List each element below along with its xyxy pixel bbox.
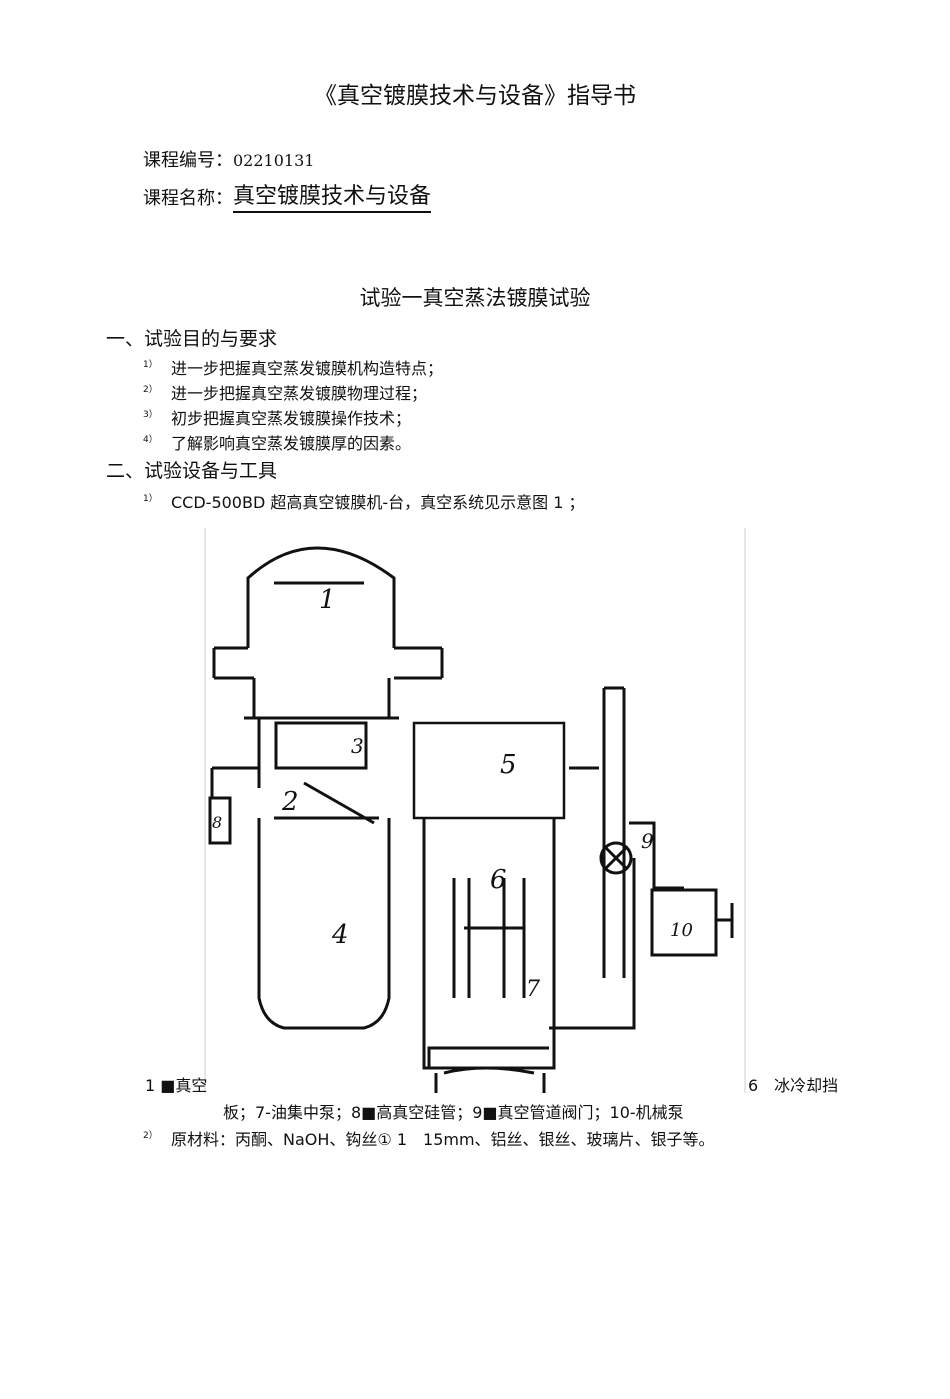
diagram-label: 10 [670, 920, 693, 941]
caption-line2: 板；7-油集中泵；8■高真空硅管；9■真空管道阀门；10-机械泵 [223, 1103, 684, 1122]
list-item: 1） CCD-500BD 超高真空镀膜机-台，真空系统见示意图 1 ； [143, 489, 585, 513]
item-text: 原材料：丙酮、NaOH、钩丝① 1 15mm、铝丝、银丝、玻璃片、银子等。 [171, 1130, 715, 1149]
course-name-value: 真空镀膜技术与设备 [233, 184, 432, 213]
course-code-value: 02210131 [233, 151, 315, 170]
item-number: 2） [143, 1131, 158, 1141]
item-text: CCD-500BD 超高真空镀膜机-台，真空系统见示意图 1 ； [171, 493, 585, 512]
diagram-label: 6 [490, 865, 507, 895]
list-item: 2） 原材料：丙酮、NaOH、钩丝① 1 15mm、铝丝、银丝、玻璃片、银子等。 [143, 1126, 715, 1150]
section-heading: 二、试验设备与工具 [106, 460, 278, 482]
document-title: 《真空镀膜技术与设备》指导书 [314, 83, 636, 109]
diagram-label: 3 [351, 734, 364, 758]
list-item: 1） 进一步把握真空蒸发镀膜机构造特点； [143, 355, 443, 379]
diagram-label: 1 [319, 585, 336, 615]
item-number: 3） [143, 410, 158, 420]
course-name-label: 课程名称： [143, 188, 233, 209]
caption-right: 6 冰冷却挡 [748, 1076, 839, 1095]
diagram-label: 2 [281, 787, 299, 817]
vacuum-system-diagram: 1 2 3 4 5 6 7 8 9 10 [204, 528, 746, 1093]
diagram-label: 4 [331, 920, 349, 950]
experiment-title: 试验一真空蒸法镀膜试验 [359, 286, 591, 310]
item-number: 1） [143, 360, 158, 370]
item-text: 进一步把握真空蒸发镀膜机构造特点； [171, 359, 444, 378]
list-item: 2） 进一步把握真空蒸发镀膜物理过程； [143, 380, 427, 404]
item-number: 2） [143, 385, 158, 395]
diagram-label: 5 [500, 750, 517, 780]
list-item: 3） 初步把握真空蒸发镀膜操作技术； [143, 405, 411, 429]
diagram-label: 7 [526, 977, 540, 1002]
item-text: 了解影响真空蒸发镀膜厚的因素。 [171, 434, 412, 453]
item-text: 进一步把握真空蒸发镀膜物理过程； [171, 384, 428, 403]
diagram-label: 8 [212, 813, 222, 832]
list-item: 4） 了解影响真空蒸发镀膜厚的因素。 [143, 430, 411, 454]
course-code: 课程编号：02210131 [143, 146, 314, 172]
diagram-label: 9 [641, 829, 654, 853]
course-code-label: 课程编号： [143, 150, 233, 171]
section-heading: 一、试验目的与要求 [106, 328, 278, 350]
caption-left: 1 ■真空 [145, 1076, 208, 1095]
item-number: 4） [143, 435, 158, 445]
item-text: 初步把握真空蒸发镀膜操作技术； [171, 409, 412, 428]
item-number: 1） [143, 494, 158, 504]
course-name: 课程名称：真空镀膜技术与设备 [143, 178, 432, 213]
